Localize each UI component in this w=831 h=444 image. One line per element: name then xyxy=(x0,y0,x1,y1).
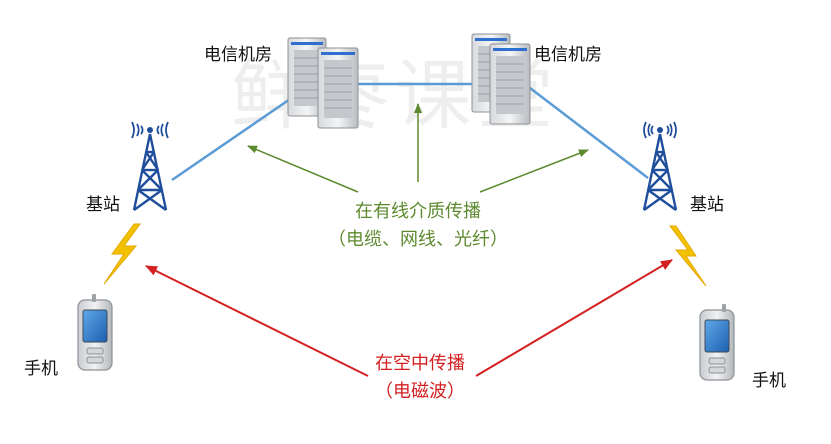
cable-tower-to-server-left xyxy=(171,93,297,182)
server-right-label: 电信机房 xyxy=(534,45,602,65)
tower-right-icon xyxy=(642,121,678,211)
cable-server-to-tower-right xyxy=(529,87,649,179)
lightning-left-icon xyxy=(103,223,141,285)
phone-right-icon xyxy=(699,304,735,381)
wireless-caption-line1: 在空中传播 xyxy=(375,353,465,374)
wireless-arrow-left xyxy=(145,265,369,377)
phone-left-icon xyxy=(77,294,113,371)
wireless-medium-caption: 在空中传播 （电磁波） xyxy=(340,350,500,406)
phone-right-label: 手机 xyxy=(752,371,786,391)
wired-caption-line2: （电缆、网线、光纤） xyxy=(328,229,508,250)
tower-left-label: 基站 xyxy=(86,195,120,215)
lightning-right-icon xyxy=(669,225,707,287)
wireless-arrow-right xyxy=(475,259,673,377)
wired-arrow-left xyxy=(247,145,359,193)
wireless-arrows xyxy=(145,259,673,377)
wired-arrows xyxy=(247,103,589,193)
server-right-icon xyxy=(471,33,531,125)
server-left-icon xyxy=(287,37,359,129)
wireless-caption-line2: （电磁波） xyxy=(375,381,465,402)
phone-left-label: 手机 xyxy=(24,359,58,379)
wired-caption-line1: 在有线介质传播 xyxy=(355,201,481,222)
tower-left-icon xyxy=(131,121,169,211)
wired-arrow-right xyxy=(479,149,589,193)
server-left-label: 电信机房 xyxy=(204,45,272,65)
wired-medium-caption: 在有线介质传播 （电缆、网线、光纤） xyxy=(318,198,518,254)
tower-right-label: 基站 xyxy=(690,195,724,215)
cable-lines xyxy=(171,82,649,182)
